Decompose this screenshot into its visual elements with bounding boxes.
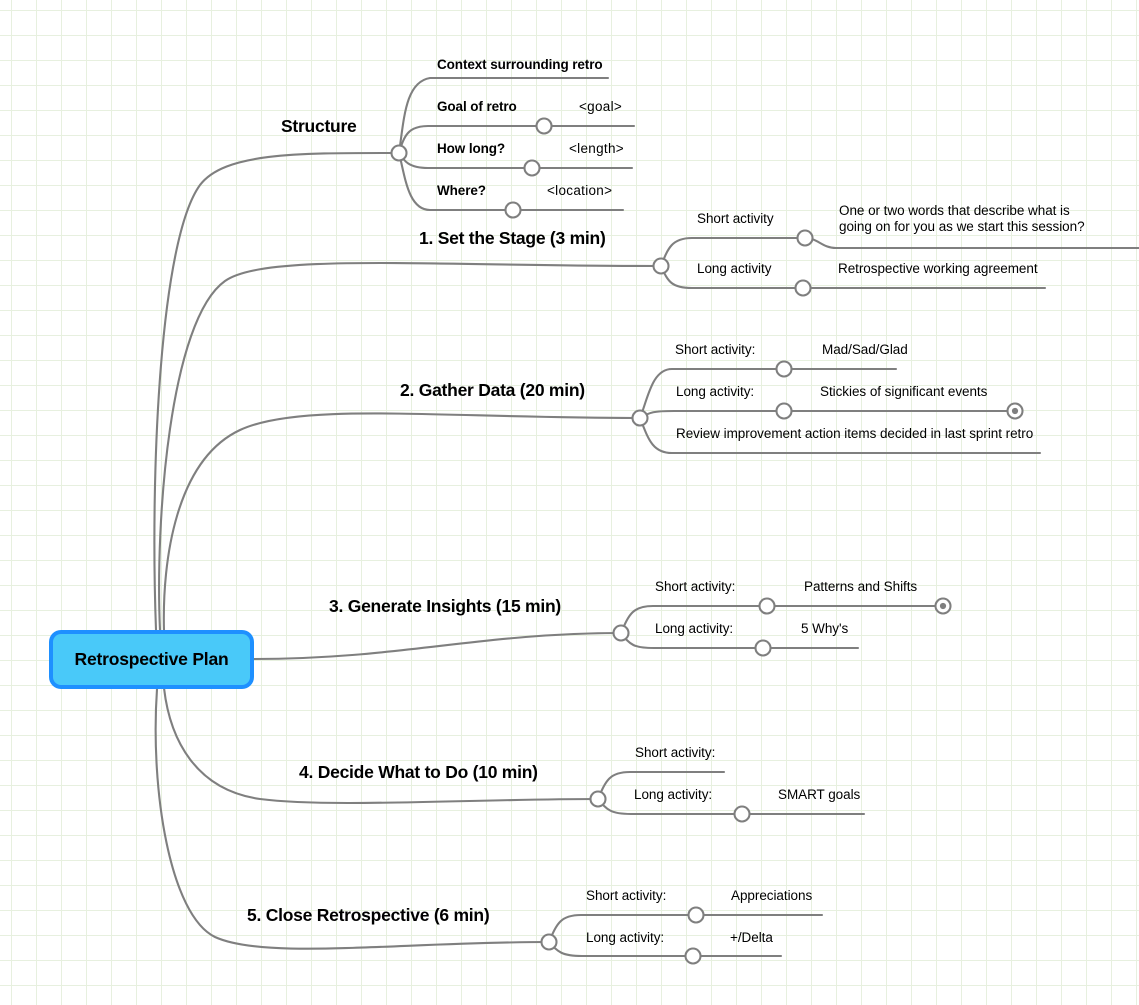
leaf-value-stage-short[interactable]: One or two words that describe what is g… (839, 203, 1085, 234)
leaf-value-how-long[interactable]: <length> (569, 141, 624, 156)
branch-node-gather-data (631, 409, 649, 427)
leaf-node-where (504, 201, 522, 219)
leaf-node-stage-short (796, 229, 814, 247)
branch-label-set-the-stage[interactable]: 1. Set the Stage (3 min) (419, 228, 606, 248)
leaf-label-where[interactable]: Where? (437, 183, 486, 198)
leaf-node-goal-of-retro (535, 117, 553, 135)
leaf-value-where[interactable]: <location> (547, 183, 613, 198)
branch-node-structure (390, 144, 408, 162)
leaf-label-how-long[interactable]: How long? (437, 141, 506, 156)
leaf-value-goal-of-retro[interactable]: <goal> (579, 99, 623, 114)
leaf-label-stage-short[interactable]: Short activity (697, 211, 774, 226)
leaf-label-insights-short[interactable]: Short activity: (655, 579, 736, 594)
leaf-label-gather-short[interactable]: Short activity: (675, 342, 756, 357)
leaf-node-how-long (523, 159, 541, 177)
leaf-label-insights-long[interactable]: Long activity: (655, 621, 734, 636)
leaf-label-goal-of-retro[interactable]: Goal of retro (437, 99, 517, 114)
leaf-node-gather-short (775, 360, 793, 378)
leaf-label-gather-long[interactable]: Long activity: (676, 384, 755, 399)
leaf-label-close-long[interactable]: Long activity: (586, 930, 665, 945)
leaf-value-stage-long[interactable]: Retrospective working agreement (838, 261, 1038, 276)
collapsed-node-gather-long (1006, 402, 1024, 420)
branch-node-close-retrospective (540, 933, 558, 951)
root-node-label: Retrospective Plan (74, 649, 229, 669)
root-node[interactable]: Retrospective Plan (49, 630, 254, 689)
leaf-node-insights-short (758, 597, 776, 615)
leaf-label-gather-review[interactable]: Review improvement action items decided … (676, 426, 1034, 441)
leaf-label-decide-short[interactable]: Short activity: (635, 745, 716, 760)
leaf-node-stage-long (794, 279, 812, 297)
branch-label-structure[interactable]: Structure (281, 116, 357, 136)
collapsed-node-insights-short (934, 597, 952, 615)
leaf-label-stage-long[interactable]: Long activity (697, 261, 772, 276)
leaf-node-close-long (684, 947, 702, 965)
leaf-node-decide-long (733, 805, 751, 823)
leaf-label-context-surrounding-retro[interactable]: Context surrounding retro (437, 57, 603, 72)
branch-label-generate-insights[interactable]: 3. Generate Insights (15 min) (329, 596, 561, 616)
leaf-value-insights-short[interactable]: Patterns and Shifts (804, 579, 918, 594)
branch-label-decide-what-to-do[interactable]: 4. Decide What to Do (10 min) (299, 762, 538, 782)
leaf-value-gather-long[interactable]: Stickies of significant events (820, 384, 988, 399)
leaf-label-close-short[interactable]: Short activity: (586, 888, 667, 903)
leaf-value-close-long[interactable]: +/Delta (730, 930, 773, 945)
leaf-value-gather-short[interactable]: Mad/Sad/Glad (822, 342, 908, 357)
leaf-value-close-short[interactable]: Appreciations (731, 888, 813, 903)
root-node-inner: Retrospective Plan (53, 634, 250, 685)
branch-label-gather-data[interactable]: 2. Gather Data (20 min) (400, 380, 585, 400)
branch-node-decide-what-to-do (589, 790, 607, 808)
branch-node-generate-insights (612, 624, 630, 642)
leaf-node-insights-long (754, 639, 772, 657)
branch-label-close-retrospective[interactable]: 5. Close Retrospective (6 min) (247, 905, 490, 925)
leaf-node-gather-long (775, 402, 793, 420)
leaf-node-close-short (687, 906, 705, 924)
leaf-value-decide-long[interactable]: SMART goals (778, 787, 861, 802)
leaf-value-insights-long[interactable]: 5 Why's (801, 621, 849, 636)
leaf-label-decide-long[interactable]: Long activity: (634, 787, 713, 802)
branch-node-set-the-stage (652, 257, 670, 275)
